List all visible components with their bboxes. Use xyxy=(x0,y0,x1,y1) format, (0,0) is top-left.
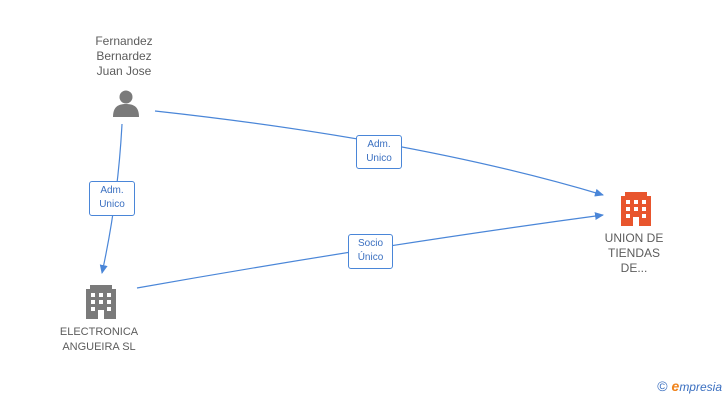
person-name-line-3: Juan Jose xyxy=(96,64,152,78)
edge-label-line-2: Unico xyxy=(99,199,125,210)
union-company-label[interactable]: UNION DE TIENDAS DE... xyxy=(594,231,674,276)
union-label-line-3: DE... xyxy=(620,261,648,275)
union-label-line-1: UNION DE xyxy=(604,231,664,245)
electronica-company-label[interactable]: ELECTRONICA ANGUEIRA SL xyxy=(54,325,144,355)
edge-label-electronica-to-union[interactable]: Socio Único xyxy=(348,234,393,269)
building-icon-union[interactable] xyxy=(621,192,651,226)
edge-label-line-2: Único xyxy=(357,252,384,263)
edge-label-line-2: Unico xyxy=(366,153,392,164)
copyright-symbol: © xyxy=(657,378,668,394)
building-icon-electronica[interactable] xyxy=(86,285,116,319)
edge-label-line-1: Socio xyxy=(357,238,383,249)
empresia-logo: empresia xyxy=(672,378,722,394)
electronica-label-line-1: ELECTRONICA xyxy=(59,326,139,338)
edge-label-line-1: Adm. xyxy=(100,185,124,196)
empresia-logo-initial: e xyxy=(671,378,680,394)
edge-label-line-1: Adm. xyxy=(367,139,391,150)
empresia-logo-text: mpresia xyxy=(679,380,722,394)
edge-label-person-to-union[interactable]: Adm. Unico xyxy=(356,135,402,169)
union-label-line-2: TIENDAS xyxy=(607,246,660,260)
person-name-line-1: Fernandez xyxy=(95,34,153,48)
electronica-label-line-2: ANGUEIRA SL xyxy=(62,341,136,353)
edge-label-person-to-electronica[interactable]: Adm. Unico xyxy=(89,181,135,216)
person-name-line-2: Bernardez xyxy=(96,49,152,63)
empresia-watermark[interactable]: © empresia xyxy=(657,378,722,394)
person-name-label[interactable]: Fernandez Bernardez Juan Jose xyxy=(84,34,164,79)
person-icon[interactable] xyxy=(113,90,139,118)
